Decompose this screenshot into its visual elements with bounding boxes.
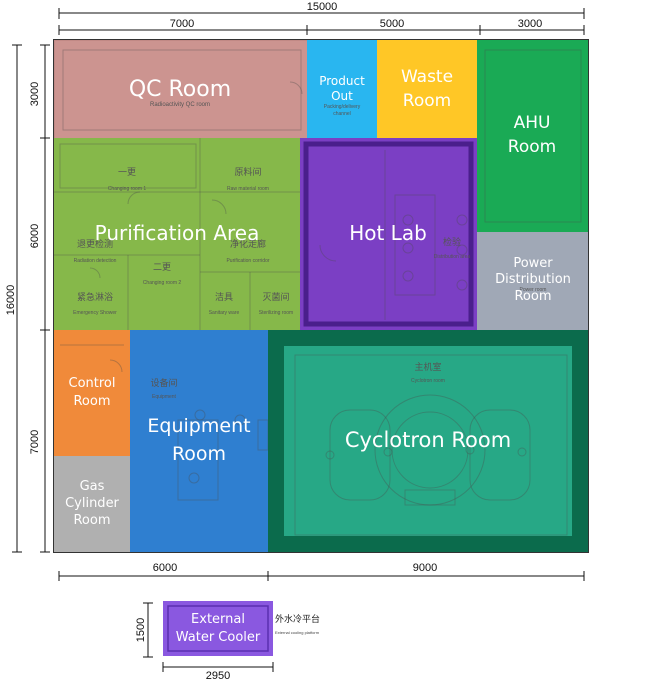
equipment-room-label-line-2: Room	[172, 443, 226, 465]
purification-cn-1: 一更	[118, 167, 136, 177]
cyclotron-room-area	[268, 330, 588, 552]
dim-top-total: 15000	[307, 1, 338, 13]
purification-cn-2: 原料间	[234, 166, 261, 177]
water-cooler-label-line-2: Water Cooler	[176, 630, 261, 645]
cyclotron-room-label: Cyclotron Room	[345, 428, 511, 452]
power-room-sublabel: Power room	[520, 287, 547, 293]
waste-room[interactable]: Waste Room	[377, 40, 477, 138]
product-out-room[interactable]: Product Out Packing/delivery channel	[307, 40, 377, 138]
waste-room-label-line-1: Waste	[401, 67, 453, 87]
power-room-label-line-3: Room	[514, 289, 551, 304]
dim-bottom-segment-2: 9000	[413, 562, 437, 574]
purification-area-zone	[54, 138, 300, 330]
dim-bottom-segment-1: 6000	[153, 562, 177, 574]
purification-sub-5: Purification corridor	[226, 258, 269, 264]
hot-lab-area	[300, 138, 477, 330]
purification-area-label: Purification Area	[95, 221, 260, 245]
purification-cn-5: 净化走廊	[230, 238, 266, 249]
waste-room-label-line-2: Room	[403, 91, 451, 111]
equipment-room-area	[130, 330, 268, 552]
purification-area[interactable]: 一更 Changing room 1 原料间 Raw material room…	[54, 138, 300, 330]
control-room-label-line-2: Room	[73, 394, 110, 409]
dim-top-segment-2: 5000	[380, 18, 404, 30]
equipment-room-cn: 设备间	[150, 377, 177, 388]
purification-cn-7: 洁具	[215, 291, 233, 302]
gas-cylinder-room[interactable]: Gas Cylinder Room	[54, 456, 130, 552]
cyclotron-room[interactable]: 主机室 Cyclotron room Cyclotron Room	[268, 330, 588, 552]
equipment-room-sublabel: Equipment	[152, 394, 177, 400]
gas-room-label-line-3: Room	[73, 513, 110, 528]
water-cooler-label-line-1: External	[191, 612, 245, 627]
purification-cn-3: 退更检测	[77, 238, 113, 249]
dim-left-segment-2: 6000	[29, 224, 41, 248]
waste-room-area	[377, 40, 477, 138]
ahu-room-area	[477, 40, 588, 232]
purification-sub-1: Changing room 1	[108, 186, 147, 192]
dimension-lines	[12, 8, 585, 672]
power-room-label-line-1: Power	[513, 256, 553, 271]
control-room-area	[54, 330, 130, 456]
dim-left-total: 16000	[5, 285, 17, 316]
product-out-label-line-2: Out	[331, 89, 353, 103]
cyclotron-shielding-wall	[268, 330, 588, 552]
ahu-room-label-line-1: AHU	[514, 113, 551, 133]
purification-sub-6: Emergency Shower	[73, 310, 117, 316]
dim-cooler-height: 1500	[135, 618, 147, 642]
purification-cn-6: 紧急淋浴	[77, 291, 113, 302]
hot-lab[interactable]: 检验 Distribution area Hot Lab	[300, 138, 477, 330]
qc-room-sublabel: Radioactivity QC room	[150, 102, 210, 108]
product-out-label-line-1: Product	[319, 74, 365, 88]
dim-left-segment-1: 3000	[29, 82, 41, 106]
gas-cylinder-room-area	[54, 456, 130, 552]
dim-top-segment-3: 3000	[518, 18, 542, 30]
power-distribution-room[interactable]: Power Distribution Power room Room	[477, 232, 588, 330]
external-water-cooler[interactable]: External Water Cooler 外水冷平台 External coo…	[163, 601, 320, 656]
dim-top-segment-1: 7000	[170, 18, 194, 30]
product-out-area	[307, 40, 377, 138]
ahu-room-label-line-2: Room	[508, 137, 556, 157]
purification-sub-7: Sanitary ware	[209, 310, 240, 316]
product-out-sublabel-1: Packing/delivery	[324, 104, 361, 110]
product-out-sublabel-2: channel	[333, 111, 351, 117]
equipment-room[interactable]: 设备间 Equipment Equipment Room	[130, 330, 269, 552]
dim-left-segment-3: 7000	[29, 430, 41, 454]
power-room-label-line-2: Distribution	[495, 272, 571, 287]
qc-room-label: QC Room	[129, 77, 231, 102]
hot-lab-label: Hot Lab	[349, 221, 427, 245]
qc-room[interactable]: QC Room Radioactivity QC room	[54, 40, 307, 138]
qc-room-area	[54, 40, 307, 138]
cyclotron-room-sublabel: Cyclotron room	[411, 378, 445, 384]
cyclotron-room-cn: 主机室	[414, 361, 441, 372]
control-room-label-line-1: Control	[69, 376, 116, 391]
water-cooler-cn: 外水冷平台	[275, 613, 320, 625]
purification-sub-3: Radiation detection	[74, 258, 117, 264]
gas-room-label-line-2: Cylinder	[65, 496, 119, 511]
hot-lab-cn-1: 检验	[443, 236, 461, 247]
power-distribution-room-area	[477, 232, 588, 330]
gas-room-label-line-1: Gas	[80, 479, 105, 494]
purification-sub-4: Changing room 2	[143, 280, 182, 286]
purification-cn-4: 二更	[153, 262, 171, 272]
dim-cooler-width: 2950	[206, 670, 230, 681]
control-room[interactable]: Control Room	[54, 330, 130, 456]
hot-lab-sub-1: Distribution area	[434, 254, 471, 260]
purification-sub-8: Sterilizing room	[259, 310, 293, 316]
purification-sub-2: Raw material room	[227, 186, 269, 192]
purification-cn-8: 灭菌间	[262, 291, 289, 302]
water-cooler-sublabel: External cooling platform	[275, 630, 320, 635]
external-water-cooler-area	[163, 601, 273, 656]
ahu-room[interactable]: AHU Room	[477, 40, 588, 232]
equipment-room-label-line-1: Equipment	[147, 415, 250, 437]
